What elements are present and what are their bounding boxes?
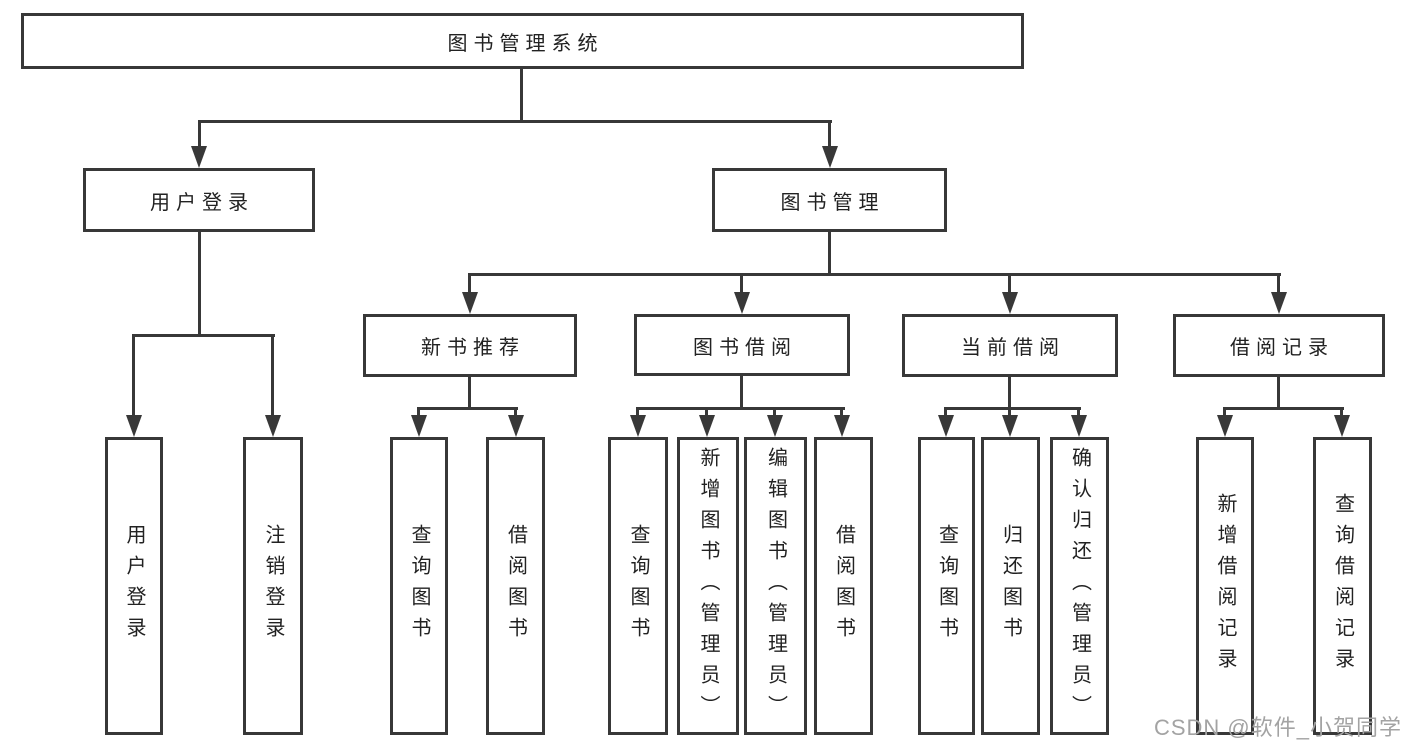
connector-book-mgmt-rail bbox=[468, 273, 1281, 276]
node-borrow-records-label: 借阅记录 bbox=[1230, 337, 1334, 359]
node-user-login-label: 用户登录 bbox=[150, 191, 254, 214]
connector-leaf-shaft bbox=[417, 407, 420, 417]
node-user-login: 用户登录 bbox=[83, 168, 315, 232]
connector-user-login-drop bbox=[198, 232, 201, 336]
leaf-confirm-return-admin-label: 确认归还（管理员） bbox=[1068, 446, 1091, 726]
node-library-system-label: 图书管理系统 bbox=[447, 32, 604, 55]
arrow-down-icon bbox=[699, 415, 715, 437]
connector-borrow-drop bbox=[740, 375, 743, 409]
arrow-down-icon bbox=[1002, 292, 1018, 314]
leaf-borrow-books-recommend: 借阅图书 bbox=[486, 437, 545, 735]
connector-leaf-shaft bbox=[1223, 407, 1226, 417]
arrow-down-icon bbox=[822, 146, 838, 168]
connector-leaf-shaft bbox=[705, 407, 708, 417]
leaf-confirm-return-admin: 确认归还（管理员） bbox=[1050, 437, 1109, 735]
leaf-add-borrow-record: 新增借阅记录 bbox=[1196, 437, 1254, 735]
connector-user-login-rail bbox=[132, 334, 275, 337]
connector-leaf-shaft bbox=[840, 407, 843, 417]
connector-current-drop bbox=[1008, 377, 1011, 409]
leaf-query-books-current-label: 查询图书 bbox=[935, 524, 958, 648]
connector-leaf-shaft bbox=[132, 334, 135, 417]
connector-l3-shaft bbox=[468, 273, 471, 294]
leaf-query-borrow-record-label: 查询借阅记录 bbox=[1331, 493, 1354, 679]
arrow-down-icon bbox=[126, 415, 142, 437]
leaf-borrow-books: 借阅图书 bbox=[814, 437, 873, 735]
node-borrow-records: 借阅记录 bbox=[1173, 314, 1385, 377]
arrow-down-icon bbox=[734, 292, 750, 314]
arrow-down-icon bbox=[630, 415, 646, 437]
leaf-user-login: 用户登录 bbox=[105, 437, 163, 735]
leaf-add-book-admin: 新增图书（管理员） bbox=[677, 437, 739, 735]
connector-root-drop bbox=[520, 69, 523, 123]
connector-leaf-shaft bbox=[636, 407, 639, 417]
arrow-down-icon bbox=[1217, 415, 1233, 437]
connector-current-rail bbox=[944, 407, 1081, 410]
node-current-borrow: 当前借阅 bbox=[902, 314, 1118, 377]
leaf-borrow-books-recommend-label: 借阅图书 bbox=[504, 524, 527, 648]
leaf-borrow-books-label: 借阅图书 bbox=[832, 524, 855, 648]
arrow-down-icon bbox=[938, 415, 954, 437]
leaf-user-login-label: 用户登录 bbox=[123, 524, 145, 648]
arrow-down-icon bbox=[265, 415, 281, 437]
connector-root-rail bbox=[198, 120, 832, 123]
connector-recommend-rail bbox=[417, 407, 518, 410]
node-book-management: 图书管理 bbox=[712, 168, 947, 232]
leaf-query-books-current: 查询图书 bbox=[918, 437, 975, 735]
connector-user-login-shaft bbox=[198, 120, 201, 148]
leaf-return-book-label: 归还图书 bbox=[999, 524, 1022, 648]
connector-book-mgmt-shaft bbox=[828, 120, 831, 148]
leaf-query-books-borrow: 查询图书 bbox=[608, 437, 668, 735]
leaf-query-books-borrow-label: 查询图书 bbox=[627, 524, 649, 648]
node-new-book-recommend: 新书推荐 bbox=[363, 314, 577, 377]
connector-leaf-shaft bbox=[773, 407, 776, 417]
connector-l3-shaft bbox=[1277, 273, 1280, 294]
leaf-logout: 注销登录 bbox=[243, 437, 303, 735]
connector-l3-shaft bbox=[1008, 273, 1011, 294]
arrow-down-icon bbox=[767, 415, 783, 437]
node-book-borrow: 图书借阅 bbox=[634, 314, 850, 376]
arrow-down-icon bbox=[191, 146, 207, 168]
connector-leaf-shaft bbox=[1008, 407, 1011, 417]
connector-l3-shaft bbox=[740, 273, 743, 294]
arrow-down-icon bbox=[462, 292, 478, 314]
leaf-edit-book-admin: 编辑图书（管理员） bbox=[744, 437, 807, 735]
connector-leaf-shaft bbox=[271, 334, 274, 417]
node-book-management-label: 图书管理 bbox=[780, 191, 885, 214]
connector-book-mgmt-drop bbox=[828, 232, 831, 276]
leaf-query-books-recommend-label: 查询图书 bbox=[408, 524, 430, 648]
arrow-down-icon bbox=[508, 415, 524, 437]
leaf-return-book: 归还图书 bbox=[981, 437, 1040, 735]
leaf-add-borrow-record-label: 新增借阅记录 bbox=[1214, 493, 1236, 679]
node-new-book-recommend-label: 新书推荐 bbox=[421, 337, 525, 359]
arrow-down-icon bbox=[1271, 292, 1287, 314]
connector-borrow-rail bbox=[636, 407, 845, 410]
arrow-down-icon bbox=[1002, 415, 1018, 437]
connector-leaf-shaft bbox=[944, 407, 947, 417]
connector-leaf-shaft bbox=[514, 407, 517, 417]
connector-records-drop bbox=[1277, 377, 1280, 409]
arrow-down-icon bbox=[1334, 415, 1350, 437]
leaf-query-borrow-record: 查询借阅记录 bbox=[1313, 437, 1372, 735]
connector-records-rail bbox=[1223, 407, 1344, 410]
connector-leaf-shaft bbox=[1340, 407, 1343, 417]
node-current-borrow-label: 当前借阅 bbox=[961, 337, 1065, 359]
csdn-watermark: CSDN @软件_小贺同学 bbox=[1153, 715, 1402, 740]
arrow-down-icon bbox=[834, 415, 850, 437]
arrow-down-icon bbox=[1071, 415, 1087, 437]
arrow-down-icon bbox=[411, 415, 427, 437]
leaf-query-books-recommend: 查询图书 bbox=[390, 437, 448, 735]
connector-recommend-drop bbox=[468, 377, 471, 409]
leaf-edit-book-admin-label: 编辑图书（管理员） bbox=[764, 446, 787, 726]
node-book-borrow-label: 图书借阅 bbox=[693, 336, 797, 359]
connector-leaf-shaft bbox=[1077, 407, 1080, 417]
leaf-add-book-admin-label: 新增图书（管理员） bbox=[697, 446, 719, 726]
node-library-system: 图书管理系统 bbox=[21, 13, 1024, 69]
leaf-logout-label: 注销登录 bbox=[262, 524, 284, 648]
